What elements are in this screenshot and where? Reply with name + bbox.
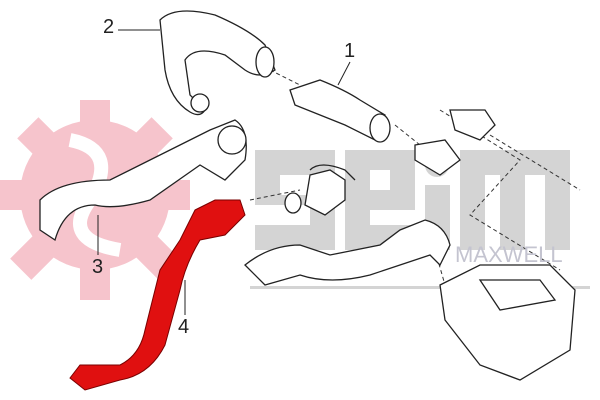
- callout-label-2: 2: [103, 16, 115, 38]
- callout-label-1: 1: [344, 40, 356, 62]
- throttle-valve: [284, 164, 356, 216]
- lower-air-duct: [244, 219, 451, 286]
- part-2-air-pipe: [159, 10, 276, 116]
- part-4-red-hose-highlighted: [69, 199, 246, 391]
- air-filter-box: [439, 264, 576, 381]
- part-1-bellows-hose: [289, 79, 496, 176]
- part-3-intake-pipe: [39, 119, 247, 242]
- callout-label-4: 4: [178, 316, 190, 338]
- watermark-maxwell-text: MAXWELL: [455, 242, 563, 267]
- leader-lines: [249, 69, 581, 286]
- label-leaders: [97, 29, 351, 315]
- callout-label-3: 3: [92, 256, 104, 278]
